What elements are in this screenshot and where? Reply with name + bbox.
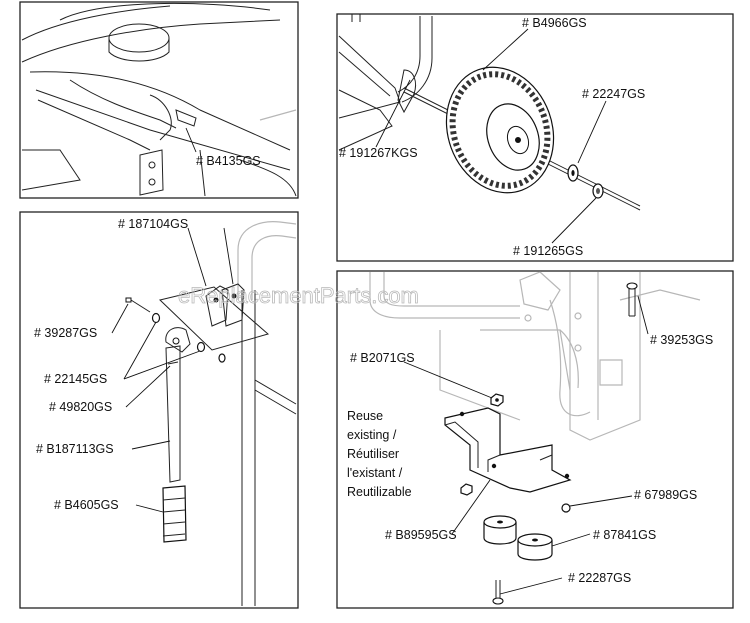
mount-bracket-illustration xyxy=(444,407,572,493)
leader-line xyxy=(111,303,129,334)
watermark: eReplacementParts.com xyxy=(178,283,419,308)
leader-line xyxy=(135,504,164,513)
panel-frame xyxy=(19,211,299,609)
leader-line xyxy=(187,227,207,287)
leader-line xyxy=(185,127,197,153)
part-label-191265gs: # 191265GS xyxy=(513,244,583,258)
nut-illustration xyxy=(460,393,571,513)
panel-bottom-right: # 39253GS # B2071GS # 67989GS # B89595GS… xyxy=(336,270,734,609)
generator-frame-illustration xyxy=(21,2,297,197)
part-label-22145gs: # 22145GS xyxy=(44,372,107,386)
part-label-67989gs: # 67989GS xyxy=(634,488,697,502)
part-label-b4605gs: # B4605GS xyxy=(54,498,119,512)
washer-illustration xyxy=(567,164,579,182)
note-line: existing / xyxy=(347,428,397,442)
panel-top-left: # B4135GS xyxy=(19,1,299,199)
part-label-39287gs: # 39287GS xyxy=(34,326,97,340)
panel-frame xyxy=(336,13,734,262)
part-label-22247gs: # 22247GS xyxy=(582,87,645,101)
screw-illustration xyxy=(125,297,151,313)
leader-line xyxy=(451,479,491,535)
panel-frame xyxy=(336,270,734,609)
bracket-plate-illustration xyxy=(158,283,270,351)
handle-grip-illustration xyxy=(162,485,187,543)
leader-line xyxy=(551,533,591,547)
frame-tube-illustration xyxy=(338,14,433,151)
leader-line xyxy=(482,28,529,71)
part-label-b4966gs: # B4966GS xyxy=(522,16,587,30)
reuse-note: Reuse existing / Réutiliser l'existant /… xyxy=(347,409,412,499)
leader-line xyxy=(375,79,411,148)
leader-line xyxy=(637,295,649,335)
wheel-illustration xyxy=(445,66,555,194)
rubber-mount-illustration xyxy=(483,515,553,561)
part-label-191267kgs: # 191267KGS xyxy=(339,146,418,160)
leader-line xyxy=(499,577,563,595)
part-label-b4135gs: # B4135GS xyxy=(196,154,261,168)
leader-line xyxy=(125,365,171,408)
part-label-b187113gs: # B187113GS xyxy=(36,442,114,456)
leader-line xyxy=(403,361,493,399)
part-label-b89595gs: # B89595GS xyxy=(385,528,457,542)
leader-line xyxy=(131,440,171,450)
bolt-illustration xyxy=(626,282,638,317)
leader-line xyxy=(123,321,157,380)
leader-line xyxy=(123,350,201,380)
note-line: Réutiliser xyxy=(347,447,399,461)
generator-frame-background xyxy=(369,271,701,441)
panel-bottom-left: # 187104GS # 39287GS # 22145GS # 49820GS… xyxy=(19,211,299,609)
part-label-39253gs: # 39253GS xyxy=(650,333,713,347)
part-label-b2071gs: # B2071GS xyxy=(350,351,415,365)
leader-line xyxy=(577,100,607,164)
part-label-49820gs: # 49820GS xyxy=(49,400,112,414)
part-label-87841gs: # 87841GS xyxy=(593,528,656,542)
push-nut-illustration xyxy=(592,183,604,199)
note-line: Reuse xyxy=(347,409,383,423)
leader-line xyxy=(551,197,597,244)
part-label-187104gs: # 187104GS xyxy=(118,217,188,231)
washer-illustration xyxy=(151,312,226,363)
note-line: Reutilizable xyxy=(347,485,412,499)
part-label-22287gs: # 22287GS xyxy=(568,571,631,585)
leader-line xyxy=(223,227,234,285)
note-line: l'existant / xyxy=(347,466,403,480)
panel-top-right: # B4966GS # 22247GS # 191267KGS # 191265… xyxy=(336,13,734,262)
frame-tube-illustration xyxy=(237,221,297,606)
handle-rod-illustration xyxy=(165,327,191,483)
panel-frame xyxy=(19,1,299,199)
bottom-bolt-illustration xyxy=(492,580,504,605)
leader-line xyxy=(569,495,633,507)
